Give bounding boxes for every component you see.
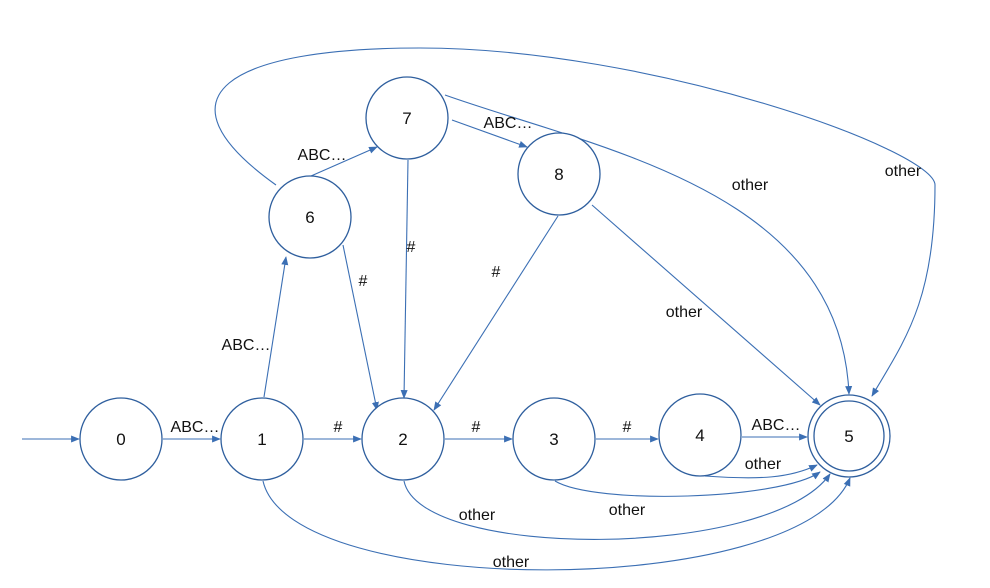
- state-5: 5: [807, 394, 891, 478]
- edge-line: [262, 477, 851, 571]
- edge-line: [214, 47, 936, 397]
- state-8: 8: [517, 132, 601, 216]
- edge-line: [433, 215, 559, 411]
- state-7: 7: [365, 76, 449, 160]
- state-circle: [79, 397, 163, 481]
- edge-line: [591, 204, 821, 406]
- state-label: 5: [844, 427, 853, 446]
- edge-line: [263, 256, 289, 398]
- edge-6-to-2: [342, 244, 379, 411]
- edge-3-to-5: [554, 471, 821, 497]
- state-label: 0: [116, 430, 125, 449]
- edge-label: other: [459, 507, 496, 524]
- edge-1-to-5: [262, 477, 851, 571]
- state-1: 1: [220, 397, 304, 481]
- state-circle: [512, 397, 596, 481]
- state-label: 7: [402, 109, 411, 128]
- state-label: 8: [554, 165, 563, 184]
- edge-label: #: [472, 419, 481, 436]
- edge-label: other: [732, 177, 769, 194]
- edge-label: #: [359, 273, 368, 290]
- edge-label: other: [745, 456, 782, 473]
- edge-4-to-5: [704, 464, 818, 479]
- state-3: 3: [512, 397, 596, 481]
- edge-label: other: [885, 163, 922, 180]
- edge-label: ABC…: [171, 419, 220, 436]
- edge-label: other: [609, 502, 646, 519]
- edge-6-to-5: [214, 47, 936, 397]
- state-2: 2: [361, 397, 445, 481]
- edge-label: ABC…: [222, 337, 271, 354]
- edge-line: [451, 119, 528, 148]
- edge-line: [444, 94, 853, 395]
- edge-label: #: [407, 239, 416, 256]
- edge-7-to-8: [451, 119, 528, 148]
- state-label: 1: [257, 430, 266, 449]
- edge-line: [704, 464, 818, 479]
- accepting-inner-circle: [813, 400, 885, 472]
- edge-2-to-5: [403, 473, 831, 540]
- edge-8-to-5: [591, 204, 821, 406]
- state-circle: [365, 76, 449, 160]
- edge-8-to-2: [433, 215, 559, 411]
- state-circle: [220, 397, 304, 481]
- state-label: 4: [695, 426, 704, 445]
- edge-label: other: [666, 304, 703, 321]
- state-circle: [268, 175, 352, 259]
- edge-label: #: [492, 264, 501, 281]
- nodes-layer: 0 1 2 3 4 5 6 7 8: [79, 76, 891, 481]
- edge-line: [400, 159, 409, 399]
- edge-6-to-7: [310, 146, 378, 177]
- state-circle: [517, 132, 601, 216]
- state-label: 6: [305, 208, 314, 227]
- state-4: 4: [658, 393, 742, 477]
- edge-label: other: [493, 554, 530, 571]
- edge-1-to-6: [263, 256, 289, 398]
- state-circle: [658, 393, 742, 477]
- state-circle: [361, 397, 445, 481]
- edge-line: [403, 473, 831, 540]
- edge-label: #: [334, 419, 343, 436]
- state-0: 0: [79, 397, 163, 481]
- edge-7-to-2: [400, 159, 409, 399]
- edge-line: [310, 146, 378, 177]
- edge-line: [554, 471, 821, 497]
- edge-label: ABC…: [484, 115, 533, 132]
- edge-7-to-5: [444, 94, 853, 395]
- edge-label: ABC…: [298, 147, 347, 164]
- edge-label: ABC…: [752, 417, 801, 434]
- edges-layer: [22, 47, 936, 571]
- state-6: 6: [268, 175, 352, 259]
- edge-line: [342, 244, 379, 411]
- edge-labels-layer: ABC… # # # ABC… ABC… ABC… ABC… # # # other other othe…: [171, 115, 922, 571]
- edge-label: #: [623, 419, 632, 436]
- state-label: 3: [549, 430, 558, 449]
- state-label: 2: [398, 430, 407, 449]
